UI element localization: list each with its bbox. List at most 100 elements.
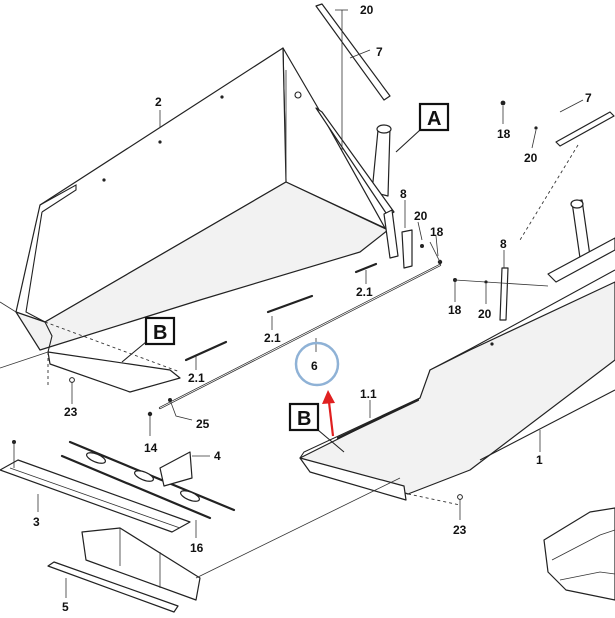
hinge-arm-eye: [376, 124, 392, 134]
view-box-b-right: B: [288, 402, 320, 432]
callout-20b: 20: [414, 209, 428, 223]
bolt-leader: [429, 241, 441, 263]
callout-1: 1: [536, 453, 543, 467]
callout-leaders: [37, 9, 584, 598]
bar-part-5: [47, 561, 179, 613]
hinge-arm-a: [315, 107, 413, 269]
highlight-arrow-shaft: [327, 401, 335, 437]
bolt-25-head: [168, 398, 172, 402]
callout-8b: 8: [500, 237, 507, 251]
plate-3-edge: [9, 467, 181, 529]
leader-box-a: [395, 129, 421, 153]
right-hinge-strip: [547, 237, 615, 283]
trough-front-flange: [299, 457, 407, 501]
sleeve: [86, 452, 106, 464]
washer: [484, 280, 488, 284]
callout-2-1b: 2.1: [264, 331, 281, 345]
bolt-23-head: [69, 377, 75, 383]
view-box-b-right-frame: [288, 402, 320, 432]
callout-16: 16: [190, 541, 204, 555]
trough-top-edge: [471, 269, 615, 349]
callout-labels: 20 7 2 7 18 20 8 20 18 2.1 2.1 2.1 8 18 …: [33, 3, 592, 614]
callout-18c: 18: [448, 303, 462, 317]
leader-20b: [417, 221, 423, 241]
panel-2-hole: [294, 91, 302, 99]
view-box-a-frame: [418, 102, 450, 132]
bolt-25-leader: [169, 399, 193, 421]
view-box-b-right-label: B: [297, 408, 311, 430]
rod-2-1-b: [266, 294, 314, 314]
sleeve: [134, 470, 154, 482]
bolt-shaft: [454, 279, 549, 287]
trough-lip: [299, 397, 421, 459]
sleeve: [180, 490, 200, 502]
panel-2-rivet: [102, 178, 106, 182]
right-hinge-eye: [570, 199, 584, 209]
hinge-arm-right: [453, 199, 615, 321]
callout-2-1a: 2.1: [356, 285, 373, 299]
rod-long-highlight: [159, 264, 441, 409]
hinge-strip: [315, 107, 395, 217]
trough-part-1: [299, 269, 615, 516]
thumbnail-line: [551, 529, 615, 561]
callout-18b: 18: [430, 225, 444, 239]
rod-2-1-c: [184, 340, 228, 362]
highlight-arrow-head: [322, 390, 335, 404]
callout-18a: 18: [497, 127, 511, 141]
leader-box-b-left: [121, 341, 147, 363]
callout-6: 6: [311, 359, 318, 373]
panel-2-leader-out: [0, 301, 17, 313]
highlight-callout-6: [294, 341, 340, 437]
hinge-plate: [383, 209, 399, 259]
leader-20a: [531, 129, 537, 149]
panel-2-top-lip: [39, 184, 77, 213]
strip-7-top: [315, 3, 391, 101]
callout-20a: 20: [524, 151, 538, 165]
panel-2-corner: [44, 321, 53, 353]
bolt-head: [500, 100, 506, 106]
washer: [534, 126, 538, 130]
leader-box-b-right: [317, 429, 345, 453]
assembly-thumbnail: [543, 507, 615, 601]
callout-5: 5: [62, 600, 69, 613]
callout-23-right: 23: [453, 523, 467, 537]
hinge-small-plate: [401, 229, 413, 269]
bracket-part-4: [159, 451, 193, 487]
view-box-a: A: [418, 102, 450, 132]
panel-2-rivet: [220, 95, 224, 99]
trough-hidden-edge: [407, 493, 461, 506]
callout-7-right: 7: [585, 91, 592, 105]
callout-3: 3: [33, 515, 40, 529]
callout-1-1: 1.1: [360, 387, 377, 401]
hidden-line: [519, 144, 579, 241]
callout-2: 2: [155, 95, 162, 109]
bolt-23-left: [47, 352, 75, 400]
nut: [420, 244, 424, 248]
panel-2-leader-out: [0, 351, 49, 369]
callout-20-top: 20: [360, 3, 374, 17]
panel-2-bottom-flange: [47, 351, 181, 393]
view-box-a-label: A: [427, 108, 441, 130]
callout-7-top: 7: [376, 45, 383, 59]
pin-14-head: [147, 411, 153, 417]
callout-8a: 8: [400, 187, 407, 201]
trough-floor: [299, 281, 615, 495]
leader-18b: [435, 235, 439, 257]
panel-2-edge: [25, 211, 46, 323]
rod-1-1: [336, 398, 420, 440]
trough-lower-edge: [479, 389, 615, 461]
callout-2-1c: 2.1: [188, 371, 205, 385]
right-plate-8: [499, 267, 509, 321]
callout-14: 14: [144, 441, 158, 455]
highlight-circle: [294, 341, 340, 387]
leader-7-right: [559, 99, 584, 113]
rod-part-16-b: [60, 454, 212, 520]
cover-plate: [81, 527, 201, 601]
leader-7-top: [349, 49, 371, 59]
callout-4: 4: [214, 449, 221, 463]
thumbnail-line: [559, 571, 615, 581]
callout-25: 25: [196, 417, 210, 431]
callout-20c: 20: [478, 307, 492, 321]
